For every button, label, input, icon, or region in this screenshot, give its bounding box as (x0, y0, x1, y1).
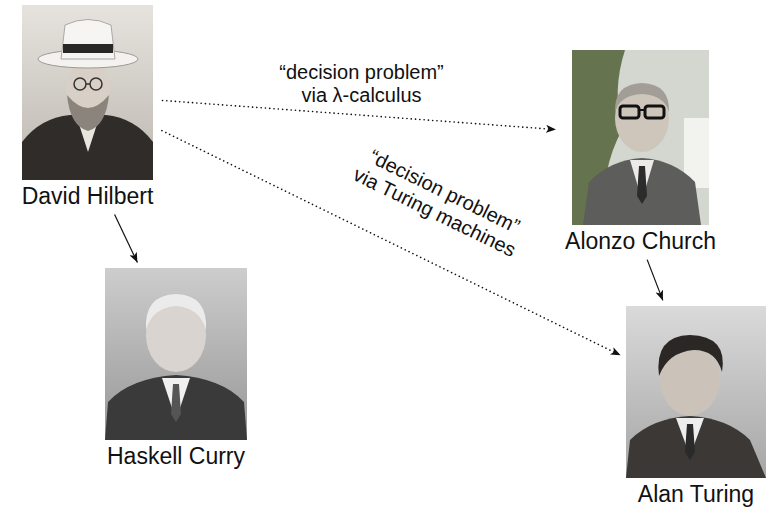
portrait-node: David Hilbert (19, 5, 157, 209)
glasses (620, 106, 639, 118)
photo-ground (572, 50, 709, 225)
tie (637, 166, 647, 204)
tie (685, 424, 695, 460)
edge-label: “decision problem” via Turing machines (329, 132, 549, 271)
edge-label: “decision problem” via λ-calculus (268, 61, 455, 107)
glasses-bridge (639, 109, 645, 111)
portrait-node: Haskell Curry (104, 268, 249, 469)
photo-ground (105, 268, 247, 440)
suit (105, 375, 247, 440)
dotted-arrow (162, 131, 621, 356)
person-name: Haskell Curry (104, 443, 249, 469)
hair (615, 83, 669, 112)
hat-band (63, 44, 113, 53)
suit (626, 416, 766, 478)
portrait-node: Alonzo Church (562, 50, 719, 254)
glasses (90, 78, 102, 90)
photo-ground (626, 306, 766, 478)
glasses (74, 78, 86, 90)
suit (583, 158, 701, 225)
hat-crown (61, 20, 115, 60)
portrait-photo (22, 5, 153, 180)
face (615, 84, 669, 152)
portrait-photo (626, 306, 766, 478)
hair (658, 335, 722, 376)
tie (171, 384, 181, 422)
person-name: Alan Turing (626, 481, 766, 507)
photo-ground (22, 5, 153, 180)
portrait-photo (105, 268, 247, 440)
influence-arrow (647, 260, 663, 301)
person-name: David Hilbert (19, 183, 157, 209)
glasses (645, 106, 664, 118)
glasses-bridge (86, 83, 90, 85)
beard (67, 95, 109, 131)
portrait-node: Alan Turing (626, 306, 766, 507)
person-name: Alonzo Church (562, 228, 719, 254)
hair (146, 294, 206, 330)
portrait-photo (572, 50, 709, 225)
influence-arrow (115, 214, 138, 262)
